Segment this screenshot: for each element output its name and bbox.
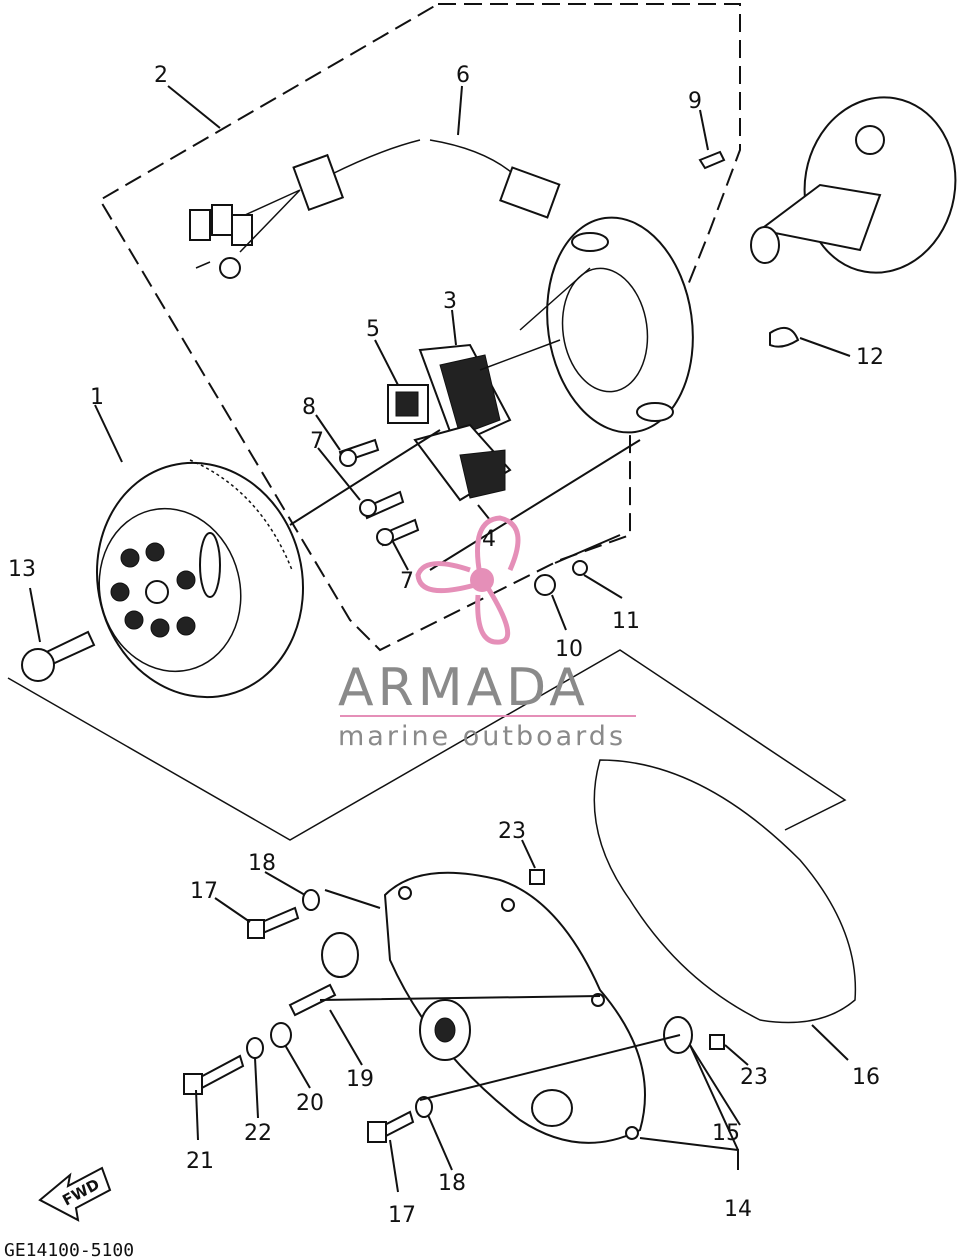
- callout-9: 9: [688, 89, 702, 114]
- callout-21: 21: [186, 1149, 214, 1174]
- generator-cover: [383, 871, 646, 1144]
- stator-coil-assembly: [387, 343, 512, 502]
- callout-7a: 7: [310, 429, 324, 454]
- callout-17a: 17: [190, 879, 218, 904]
- callout-23a: 23: [498, 819, 526, 844]
- fasteners-upper: [21, 150, 726, 682]
- callout-19: 19: [346, 1067, 374, 1092]
- flywheel-group-bracket: [7, 649, 847, 841]
- callout-4: 4: [482, 527, 496, 552]
- callout-1: 1: [90, 385, 104, 410]
- callout-23b: 23: [740, 1065, 768, 1090]
- callout-20: 20: [296, 1091, 324, 1116]
- callout-2: 2: [154, 63, 168, 88]
- callout-5: 5: [366, 317, 380, 342]
- callout-7b: 7: [400, 569, 414, 594]
- flywheel-rotor: [95, 459, 305, 699]
- stator-assembly-boundary: [98, 3, 741, 652]
- forward-direction-arrow: FWD: [38, 1166, 112, 1222]
- callout-22: 22: [244, 1121, 272, 1146]
- callout-labels: 1 2 3 4 5 6 7 7 8 9 10 11 12 13 14 15 16…: [8, 63, 884, 1228]
- fasteners-lower: [183, 869, 725, 1143]
- callout-12: 12: [856, 345, 884, 370]
- drawing-code: GE14100-5100: [4, 1240, 134, 1260]
- callout-18b: 18: [438, 1171, 466, 1196]
- propeller-logo: [415, 515, 521, 645]
- watermark-brand: ARMADA: [338, 658, 589, 718]
- callout-13: 13: [8, 557, 36, 582]
- callout-8: 8: [302, 395, 316, 420]
- crankshaft-cone: [750, 96, 957, 348]
- callout-15: 15: [712, 1121, 740, 1146]
- callout-10: 10: [555, 637, 583, 662]
- callout-3: 3: [443, 289, 457, 314]
- callout-6: 6: [456, 63, 470, 88]
- watermark: ARMADA marine outboards: [338, 515, 636, 752]
- callout-18a: 18: [248, 851, 276, 876]
- cover-gasket: [593, 759, 857, 1024]
- watermark-tagline: marine outboards: [338, 721, 626, 752]
- leader-lines: [29, 85, 851, 1193]
- callout-16: 16: [852, 1065, 880, 1090]
- callout-14: 14: [724, 1197, 752, 1222]
- callout-11: 11: [612, 609, 640, 634]
- callout-17b: 17: [388, 1203, 416, 1228]
- stator-base-plate: [479, 216, 694, 434]
- wiring-harness: [189, 139, 561, 279]
